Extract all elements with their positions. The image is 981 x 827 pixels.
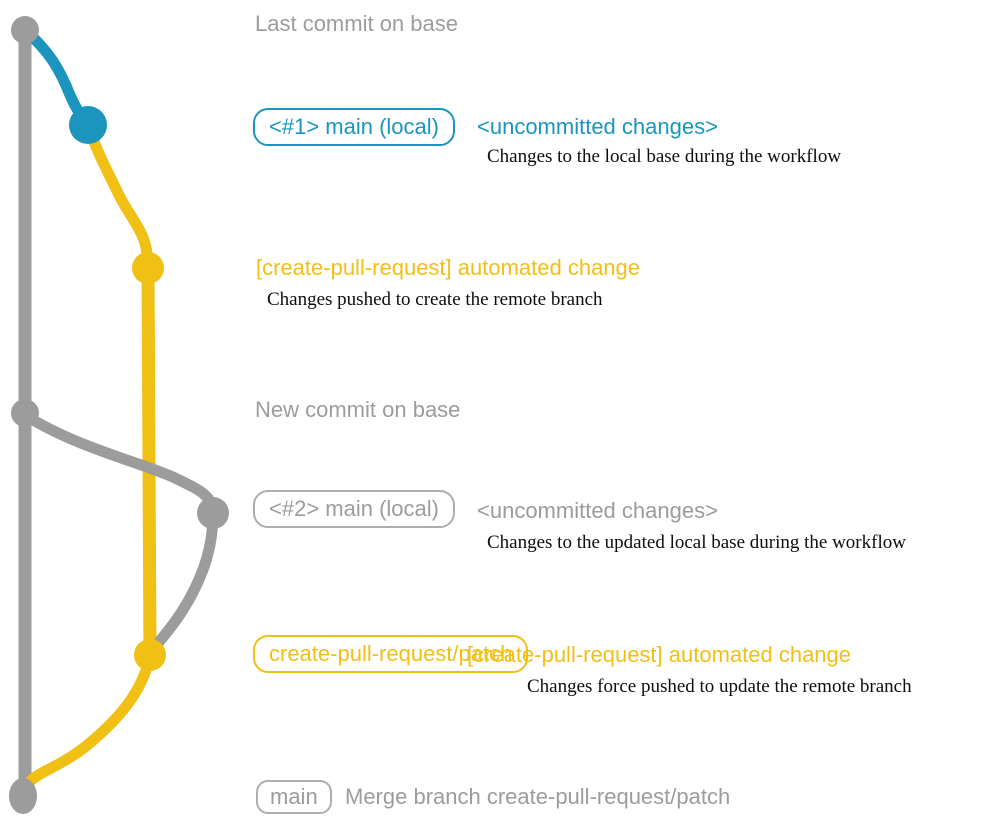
commit-node-last-base [11,16,39,44]
commit-node-remote-2 [134,639,166,671]
commit-node-new-base [11,399,39,427]
label-automated-change-2: [create-pull-request] automated change [467,642,852,667]
label-new-commit-on-base: New commit on base [255,397,461,422]
label-automated-change-1: [create-pull-request] automated change [256,255,641,280]
label-uncommitted-changes-1: <uncommitted changes> [477,114,718,139]
note-force-pushed-remote: Changes force pushed to update the remot… [527,676,912,697]
badge-main: main [256,780,332,814]
note-updated-local-base-changes: Changes to the updated local base during… [487,532,906,553]
note-local-base-changes: Changes to the local base during the wor… [487,146,842,167]
branch-curve-push-remote-1 [82,119,154,274]
branch-curve-main-local-2 [19,409,219,519]
branch-curve-merge [17,649,156,801]
branch-curve-force-push [144,507,219,661]
badge-create-pull-request-patch: create-pull-request/patch [253,635,529,673]
label-last-commit-on-base: Last commit on base [255,11,458,36]
commit-node-main-local-2 [197,497,229,529]
commit-node-main-local-1 [69,106,107,144]
label-merge-branch: Merge branch create-pull-request/patch [345,784,731,809]
badge-main-local-2: <#2> main (local) [253,490,455,528]
commit-node-merge [9,778,37,814]
badge-main-local-1: <#1> main (local) [253,108,455,146]
commit-node-remote-1 [132,252,164,284]
note-pushed-create-remote: Changes pushed to create the remote bran… [267,289,603,310]
label-uncommitted-changes-2: <uncommitted changes> [477,498,718,523]
branch-line-create-pull-request-patch [141,267,157,656]
